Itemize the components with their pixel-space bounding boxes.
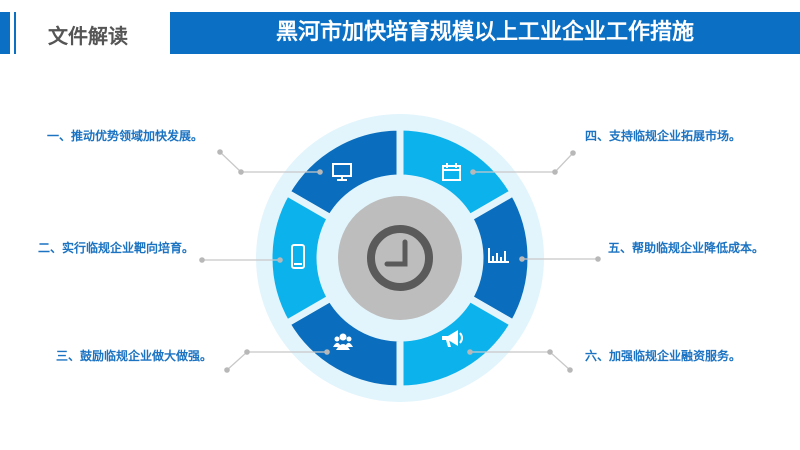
left-accent-bar xyxy=(0,12,10,54)
connector-dot xyxy=(467,349,473,355)
connector-dot xyxy=(567,367,573,373)
page-title: 黑河市加快培育规模以上工业企业工作措施 xyxy=(170,12,800,54)
item-6-label: 六、加强临规企业融资服务。 xyxy=(585,349,742,363)
item-2-label: 二、实行临规企业靶向培育。 xyxy=(38,241,195,255)
item-4-label: 四、支持临规企业拓展市场。 xyxy=(585,129,742,143)
hub-circle xyxy=(338,196,462,320)
connector-dot xyxy=(570,150,576,156)
section-tag: 文件解读 xyxy=(48,24,128,48)
connector-dot xyxy=(217,149,223,155)
connector-dot xyxy=(317,169,323,175)
left-accent-line xyxy=(14,12,16,54)
smartphone-icon xyxy=(291,244,305,269)
connector-dot xyxy=(324,349,330,355)
people-icon xyxy=(333,333,353,350)
connector-dot xyxy=(238,169,244,175)
connector-dot xyxy=(277,257,283,263)
item-3-label: 三、鼓励临规企业做大做强。 xyxy=(56,349,213,363)
calendar-icon xyxy=(442,163,461,181)
megaphone-icon xyxy=(442,330,463,347)
connector-dot xyxy=(547,349,553,355)
bar-chart-icon xyxy=(488,248,509,263)
connector-dot xyxy=(199,257,205,263)
item-1-label: 一、推动优势领域加快发展。 xyxy=(47,129,204,143)
clock-icon xyxy=(367,225,433,291)
connector-dot xyxy=(595,256,601,262)
connector-dot xyxy=(244,349,250,355)
connector-dot xyxy=(552,169,558,175)
connector-lines xyxy=(199,149,601,373)
monitor-icon xyxy=(332,163,352,181)
segment-2[interactable] xyxy=(265,187,336,329)
connector-dot xyxy=(470,169,476,175)
item-5-label: 五、帮助临规企业降低成本。 xyxy=(608,241,765,255)
connector-dot xyxy=(224,367,230,373)
connector-dot xyxy=(519,256,525,262)
